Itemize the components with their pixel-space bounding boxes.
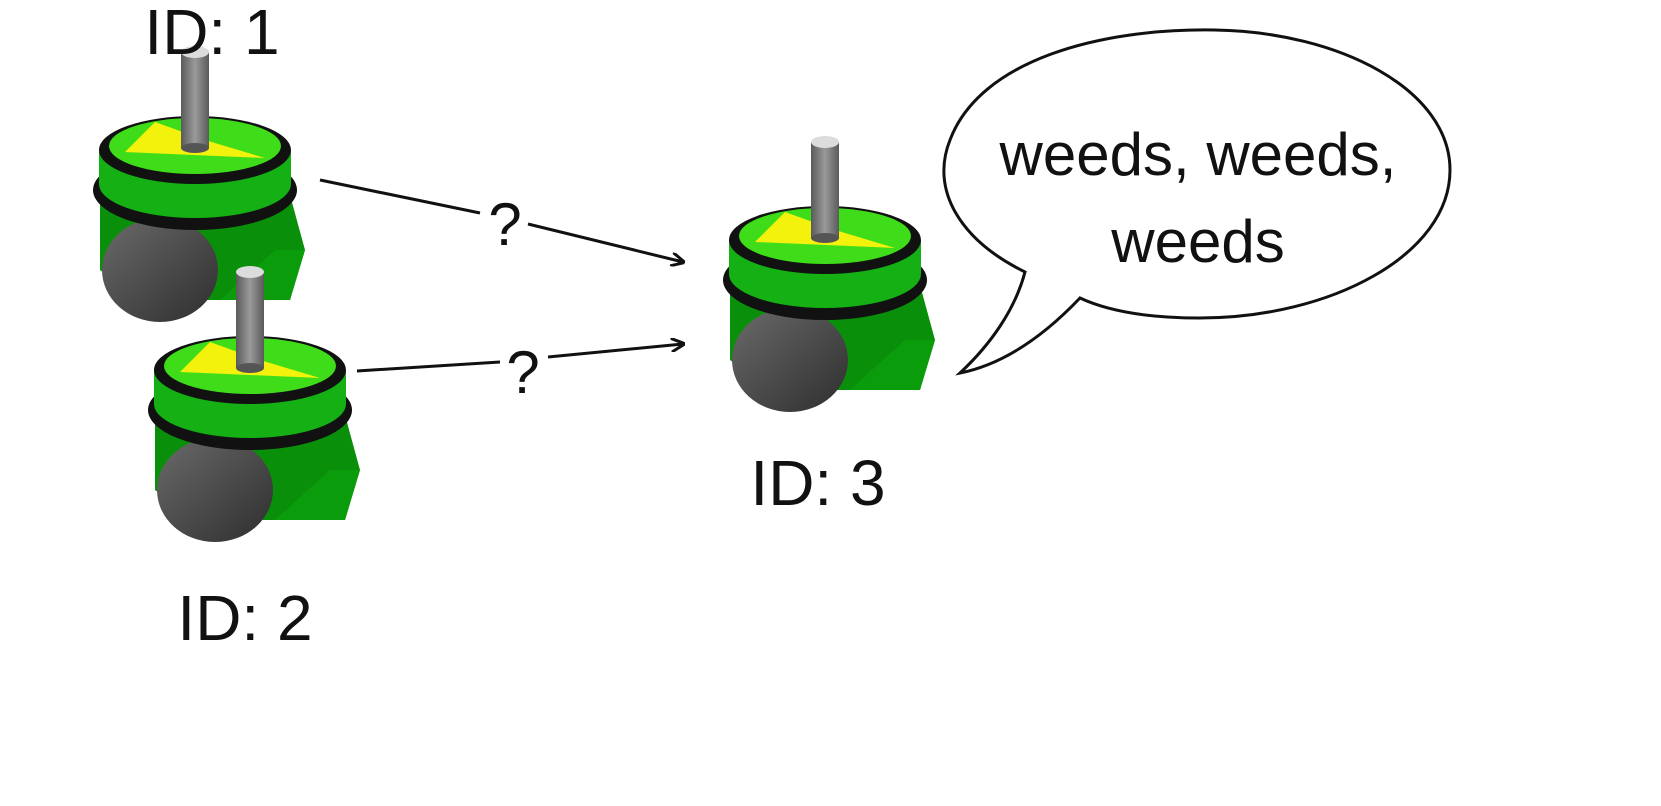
speech-bubble: weeds, weeds, weeds	[942, 28, 1452, 376]
speech-line-2: weeds	[1110, 208, 1284, 275]
robot-3	[723, 136, 935, 412]
arrow-2-label: ?	[506, 339, 539, 406]
robot-1-id-label: ID: 1	[144, 0, 279, 68]
arrow-1: ?	[319, 178, 683, 262]
robot-3-id-label: ID: 3	[750, 447, 885, 519]
robot-2-id-label: ID: 2	[177, 582, 312, 654]
arrow-1-label: ?	[488, 191, 521, 258]
arrow-2: ?	[356, 339, 683, 406]
robot-1	[93, 46, 305, 322]
speech-line-1: weeds, weeds,	[999, 121, 1397, 188]
